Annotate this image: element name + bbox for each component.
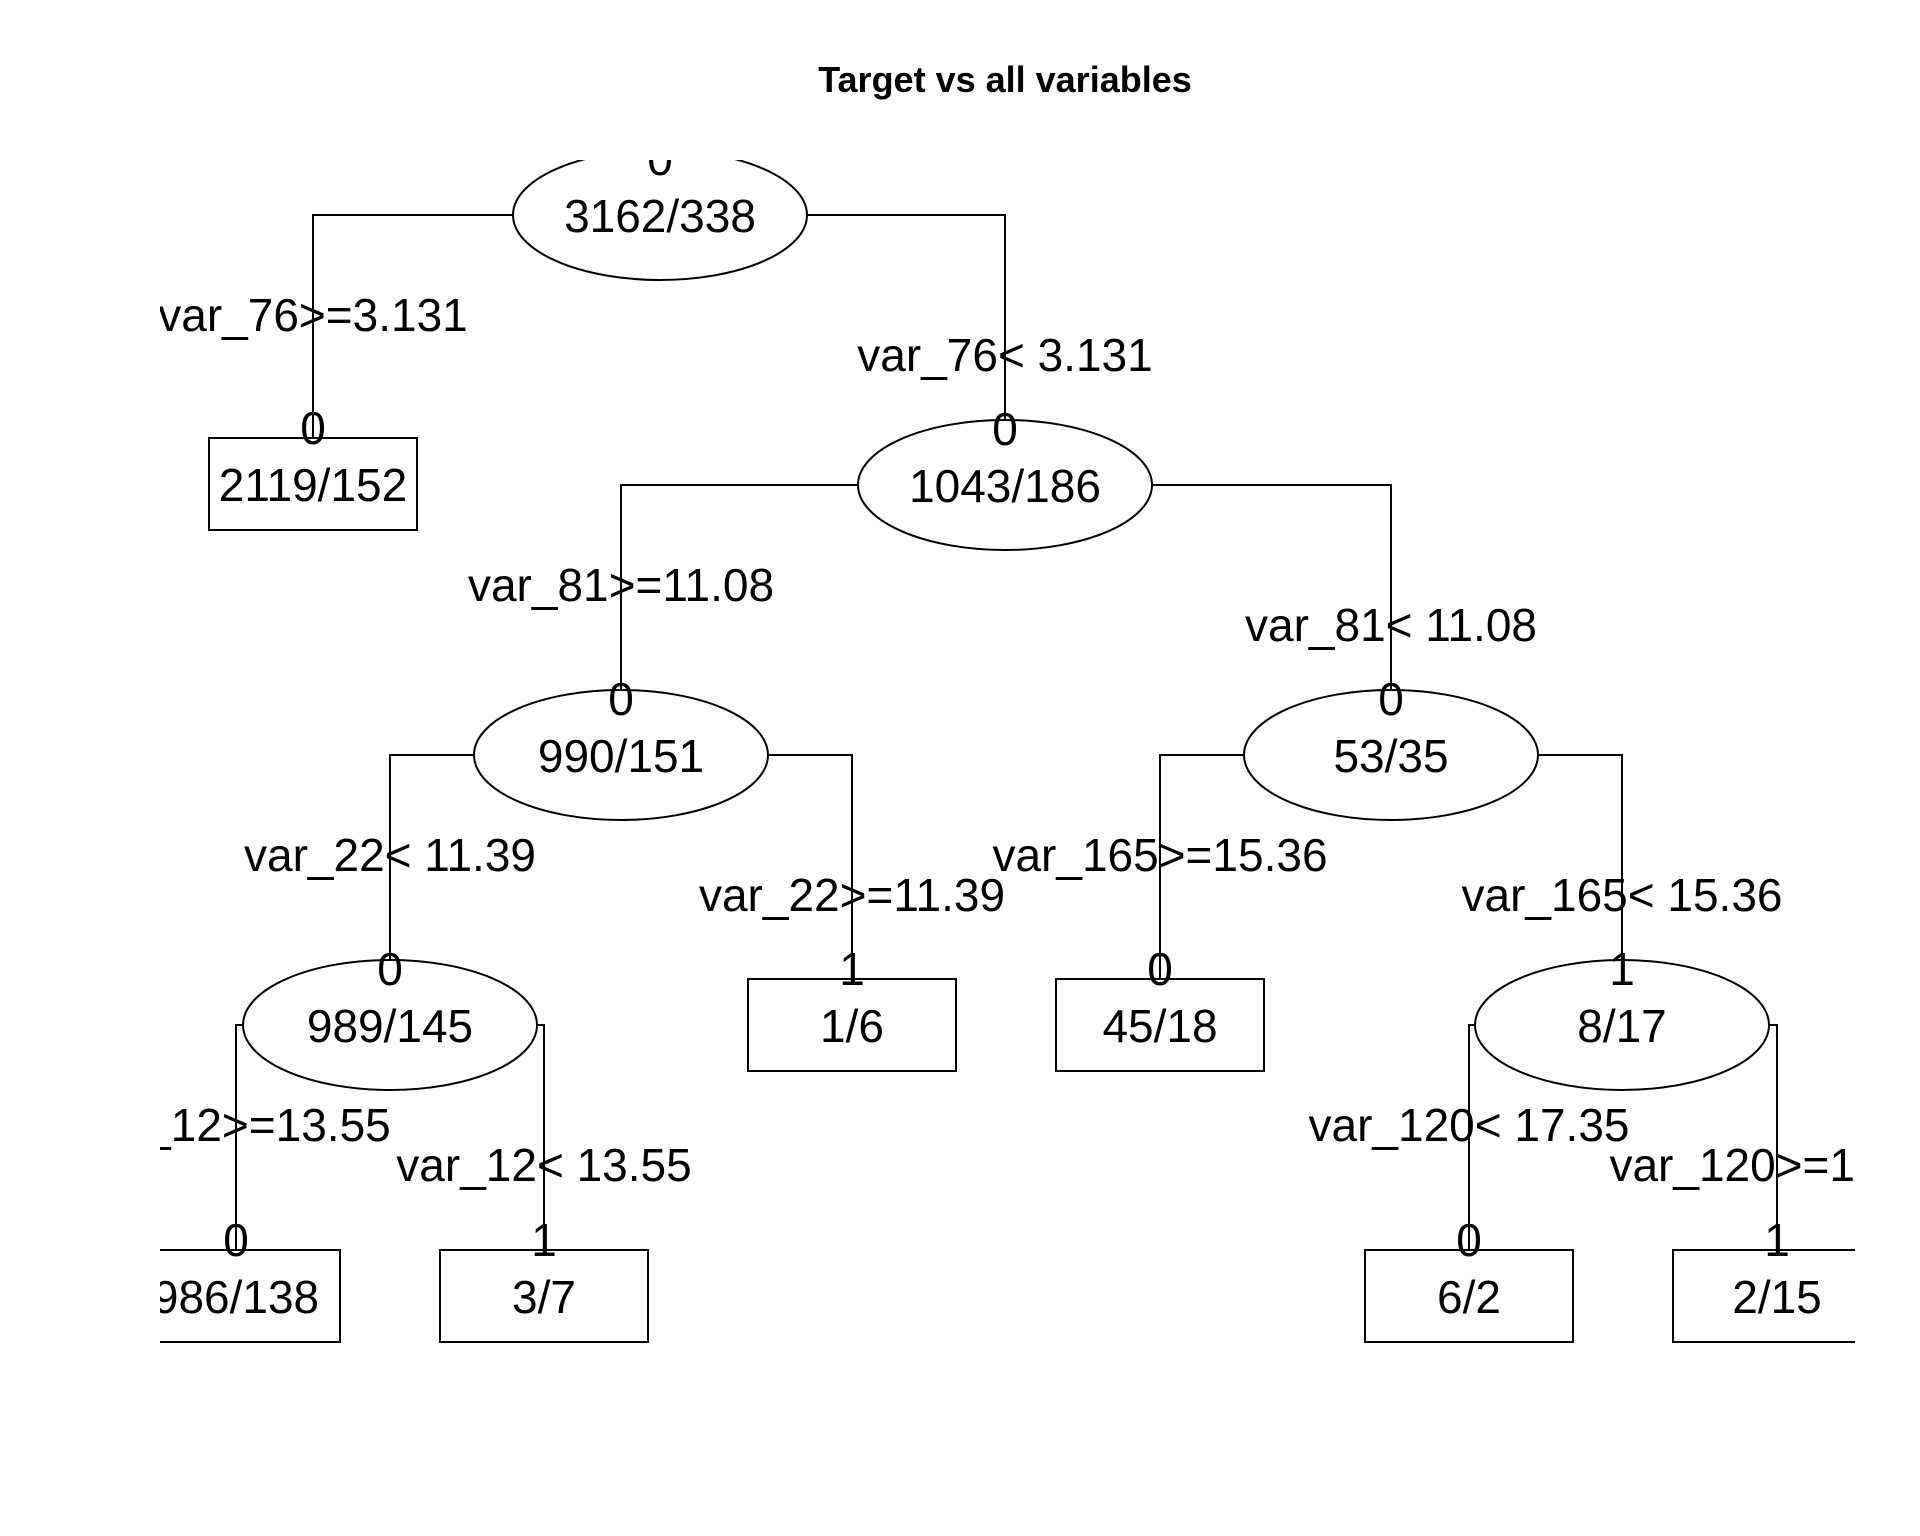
tree-edge [1538,754,1623,960]
leaf-node: 13/7 [439,1214,649,1343]
node-box [208,437,418,531]
split-node: 053/35 [1243,673,1539,821]
node-class-label: 1 [531,1214,557,1266]
edges-layer: var_76>=3.131 var_76< 3.131 var_81>=11.08v… [81,214,1920,1250]
node-count-label: 1/6 [820,1000,884,1052]
tree-edge [389,754,474,960]
tree-edge [620,484,858,690]
node-class-label: 1 [839,943,865,995]
tree-edge [312,214,513,438]
edge-split-label: var_22< 11.39 [244,829,536,881]
edge-split-label: var_81< 11.08 [1245,599,1537,651]
leaf-node: 06/2 [1364,1214,1574,1343]
node-class-label: 1 [1764,1214,1790,1266]
node-ellipse [473,689,769,821]
tree-edge [1468,1024,1475,1250]
edge-split-label: var_165< 15.36 [1462,869,1783,921]
node-class-label: 1 [1609,943,1635,995]
tree-edge [768,754,853,979]
node-count-label: 1043/186 [909,460,1101,512]
node-box [747,978,957,1072]
node-count-label: 8/17 [1577,1000,1667,1052]
edge-split-label: var_120>=17.35 [1609,1139,1920,1191]
node-count-label: 53/35 [1333,730,1448,782]
node-class-label: 0 [608,673,634,725]
node-count-label: 986/138 [153,1271,319,1323]
edge-split-label: var_76>=3.131 [158,289,468,341]
edge-split-label: var_165>=15.36 [992,829,1327,881]
tree-edge [537,1024,545,1250]
node-count-label: 3/7 [512,1271,576,1323]
leaf-node: 11/6 [747,943,957,1072]
node-class-label: 0 [1378,673,1404,725]
node-class-label: 0 [992,403,1018,455]
tree-edge [1159,754,1244,979]
node-class-label: 0 [223,1214,249,1266]
node-ellipse [857,419,1153,551]
node-ellipse [242,959,538,1091]
node-ellipse [1474,959,1770,1091]
leaf-node: 12/15 [1672,1214,1855,1343]
node-count-label: 2119/152 [219,459,407,511]
node-class-label: 0 [647,133,673,185]
diagram-title: Target vs all variables [818,59,1192,100]
edge-split-label: var_76< 3.131 [857,329,1152,381]
node-class-label: 0 [1147,943,1173,995]
node-ellipse [1243,689,1539,821]
node-count-label: 45/18 [1102,1000,1217,1052]
split-node: 18/17 [1474,943,1770,1091]
edge-split-label: var_120< 17.35 [1309,1099,1630,1151]
node-class-label: 0 [1456,1214,1482,1266]
node-count-label: 990/151 [538,730,704,782]
node-count-label: 989/145 [307,1000,473,1052]
node-count-label: 3162/338 [564,190,756,242]
node-ellipse [512,160,808,281]
leaf-node: 045/18 [1055,943,1265,1072]
node-count-label: 2/15 [1732,1271,1822,1323]
tree-edge [235,1024,243,1250]
edge-split-label: var_81>=11.08 [468,559,774,611]
tree-edge [807,214,1006,420]
tree-edge [1152,484,1392,690]
node-class-label: 0 [377,943,403,995]
node-class-label: 0 [300,402,326,454]
edge-split-label: var_12< 13.55 [396,1139,691,1191]
plot-region: var_76>=3.131 var_76< 3.131 var_81>=11.08v… [81,133,1920,1343]
node-box [1672,1249,1855,1343]
node-count-label: 6/2 [1437,1271,1501,1323]
node-box [1364,1249,1574,1343]
tree-edge [1769,1024,1778,1250]
edge-split-label: var_22>=11.39 [699,869,1005,921]
nodes-layer: 03162/33802119/15201043/1860990/151053/3… [153,133,1855,1343]
node-box [1055,978,1265,1072]
edge-split-label: var_12>=13.55 [81,1099,391,1151]
node-box [160,1249,341,1343]
node-box [439,1249,649,1343]
